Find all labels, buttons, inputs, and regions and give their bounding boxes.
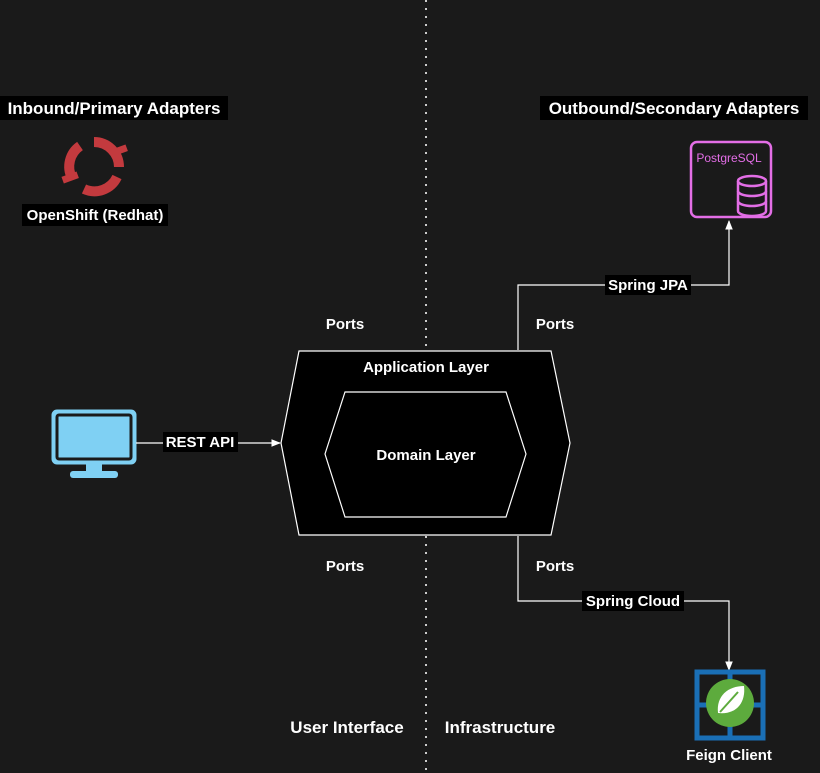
- openshift-icon: [61, 137, 128, 197]
- ports-label-bottom-right: Ports: [536, 558, 574, 575]
- rest-api-label: REST API: [166, 434, 235, 451]
- infrastructure-label: Infrastructure: [445, 718, 556, 737]
- ports-label-top-right: Ports: [536, 316, 574, 333]
- spring-cloud-label: Spring Cloud: [586, 593, 680, 610]
- database-icon: [689, 140, 773, 219]
- application-layer-label: Application Layer: [363, 359, 489, 376]
- outbound-heading: Outbound/Secondary Adapters: [549, 99, 800, 118]
- domain-layer-hexagon: [324, 391, 527, 518]
- inbound-heading: Inbound/Primary Adapters: [8, 99, 221, 118]
- postgres-label: PostgreSQL: [696, 151, 762, 165]
- spring-icon: [694, 669, 766, 741]
- spring-jpa-label: Spring JPA: [608, 277, 688, 294]
- ports-label-top-left: Ports: [326, 316, 364, 333]
- feign-client-label: Feign Client: [686, 747, 772, 764]
- openshift-label: OpenShift (Redhat): [27, 207, 164, 224]
- ports-label-bottom-left: Ports: [326, 558, 364, 575]
- monitor-icon: [51, 409, 137, 478]
- user-interface-label: User Interface: [290, 718, 403, 737]
- domain-layer-label: Domain Layer: [376, 447, 475, 464]
